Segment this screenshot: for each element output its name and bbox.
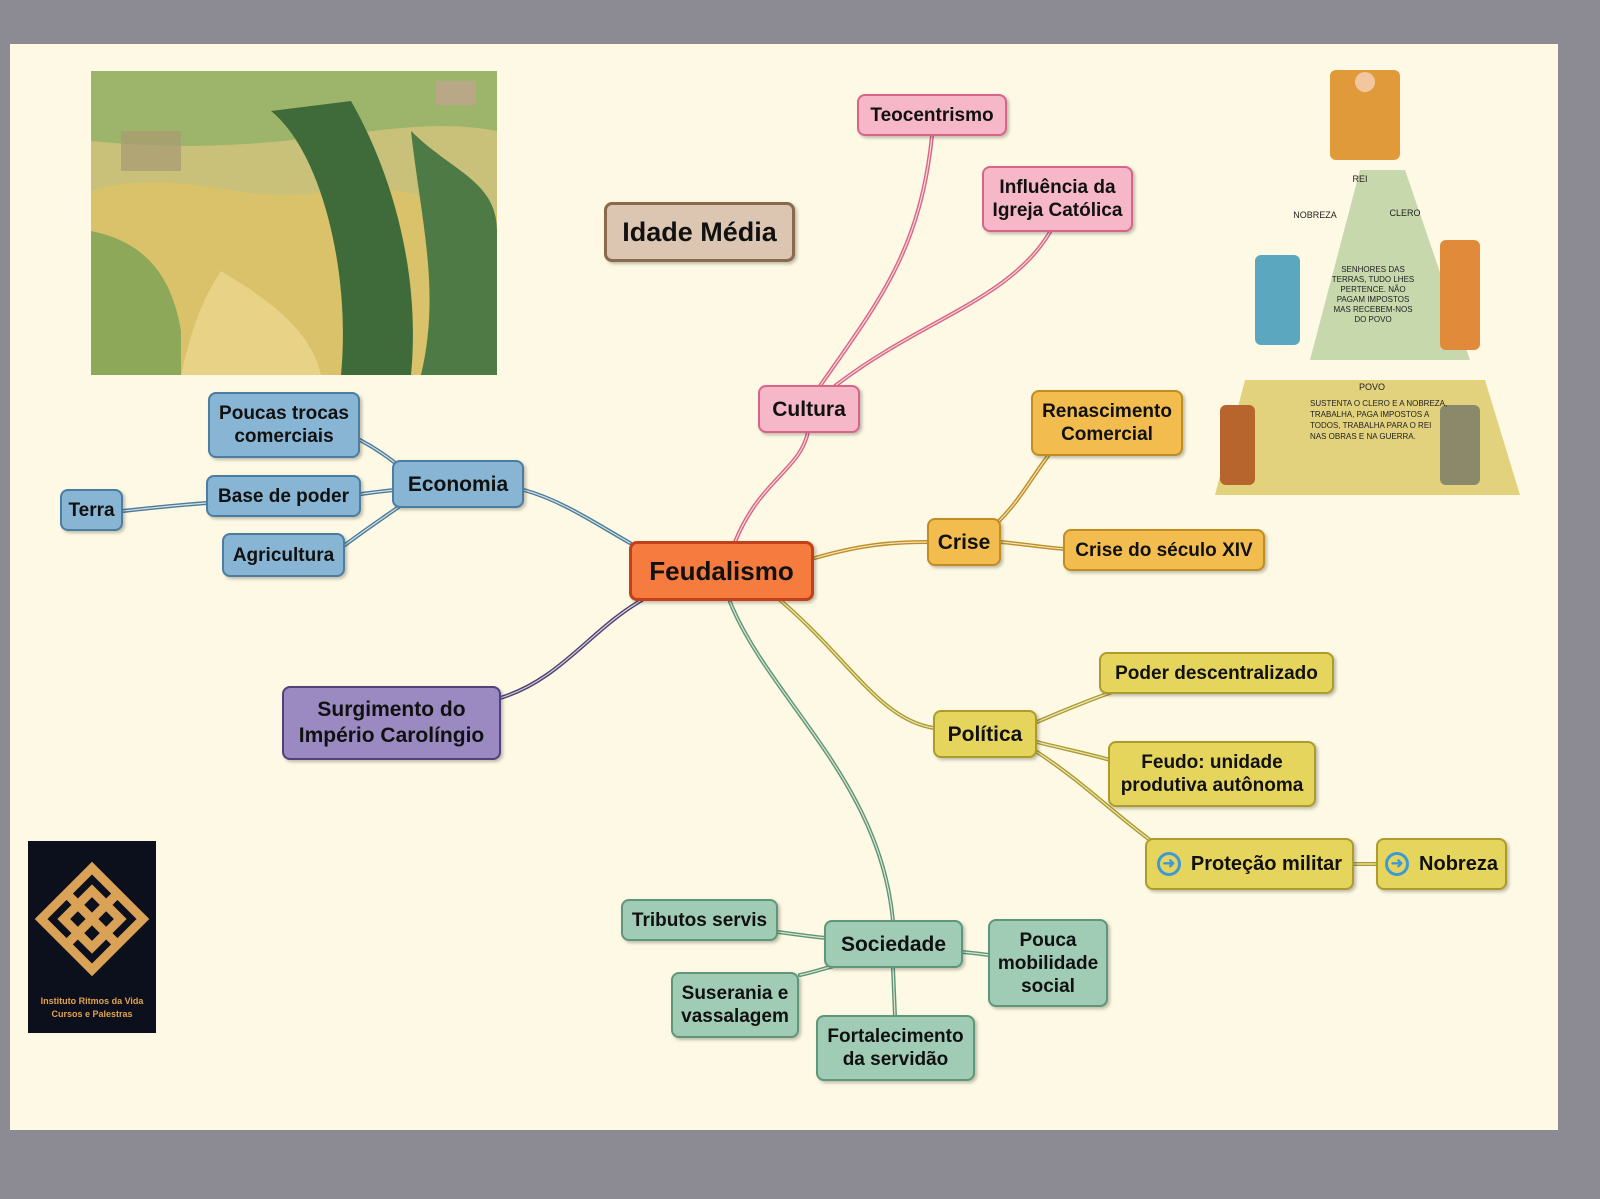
feudal-pyramid-image: REI NOBREZA CLERO POVO SENHORES DAS TERR…	[1215, 70, 1520, 495]
node-economia[interactable]: Economia	[392, 460, 524, 508]
pyramid-clero-label: CLERO	[1389, 208, 1420, 218]
node-sociedade[interactable]: Sociedade	[824, 920, 963, 968]
node-crise[interactable]: Crise	[927, 518, 1001, 566]
node-crise-seculo-xiv[interactable]: Crise do século XIV	[1063, 529, 1265, 571]
logo-line-2: Cursos e Palestras	[51, 1009, 133, 1019]
pyramid-nobreza-label: NOBREZA	[1293, 210, 1337, 220]
node-nobreza[interactable]: ➜ Nobreza	[1376, 838, 1507, 890]
node-agricultura[interactable]: Agricultura	[222, 533, 345, 577]
node-teocentrismo[interactable]: Teocentrismo	[857, 94, 1007, 136]
pyramid-povo-text: SUSTENTA O CLERO E A NOBREZA, TRABALHA, …	[1310, 399, 1448, 441]
link-teocentrismo	[818, 134, 934, 388]
link-cultura	[733, 430, 810, 544]
link-politica	[778, 598, 936, 730]
node-tributos-servis[interactable]: Tributos servis	[621, 899, 778, 941]
pyramid-rei-label: REI	[1352, 174, 1367, 184]
arrow-right-circle-icon[interactable]: ➜	[1156, 852, 1181, 876]
link-crise	[813, 540, 930, 560]
node-suserania[interactable]: Suserania e vassalagem	[671, 972, 799, 1038]
logo-line-1: Instituto Ritmos da Vida	[40, 996, 144, 1006]
title-node[interactable]: Idade Média	[604, 202, 795, 262]
pyramid-senhores-text: SENHORES DAS TERRAS, TUDO LHES PERTENCE.…	[1331, 265, 1415, 324]
node-poucas-trocas[interactable]: Poucas trocas comerciais	[208, 392, 360, 458]
node-terra[interactable]: Terra	[60, 489, 123, 531]
institute-logo: Instituto Ritmos da Vida Cursos e Palest…	[28, 841, 156, 1033]
node-base-de-poder[interactable]: Base de poder	[206, 475, 361, 517]
central-node-feudalismo[interactable]: Feudalismo	[629, 541, 814, 601]
node-cultura[interactable]: Cultura	[758, 385, 860, 433]
medieval-landscape-image	[91, 71, 497, 375]
pyramid-povo-label: POVO	[1359, 382, 1385, 392]
node-protecao-militar[interactable]: ➜ Proteção militar	[1145, 838, 1354, 890]
node-label: Proteção militar	[1190, 852, 1343, 875]
node-feudo[interactable]: Feudo: unidade produtiva autônoma	[1108, 741, 1316, 807]
node-pouca-mobilidade[interactable]: Pouca mobilidade social	[988, 919, 1108, 1007]
endless-knot-icon	[34, 861, 150, 977]
node-poder-descentralizado[interactable]: Poder descentralizado	[1099, 652, 1334, 694]
node-politica[interactable]: Política	[933, 710, 1037, 758]
node-fortalecimento-servidao[interactable]: Fortalecimento da servidão	[816, 1015, 975, 1081]
node-influencia-igreja[interactable]: Influência da Igreja Católica	[982, 166, 1133, 232]
node-label: Nobreza	[1419, 852, 1498, 875]
node-imperio-carolingio[interactable]: Surgimento do Império Carolíngio	[282, 686, 501, 760]
arrow-right-circle-icon[interactable]: ➜	[1385, 852, 1410, 876]
node-renascimento-comercial[interactable]: Renascimento Comercial	[1031, 390, 1183, 456]
link-economia	[522, 488, 632, 545]
